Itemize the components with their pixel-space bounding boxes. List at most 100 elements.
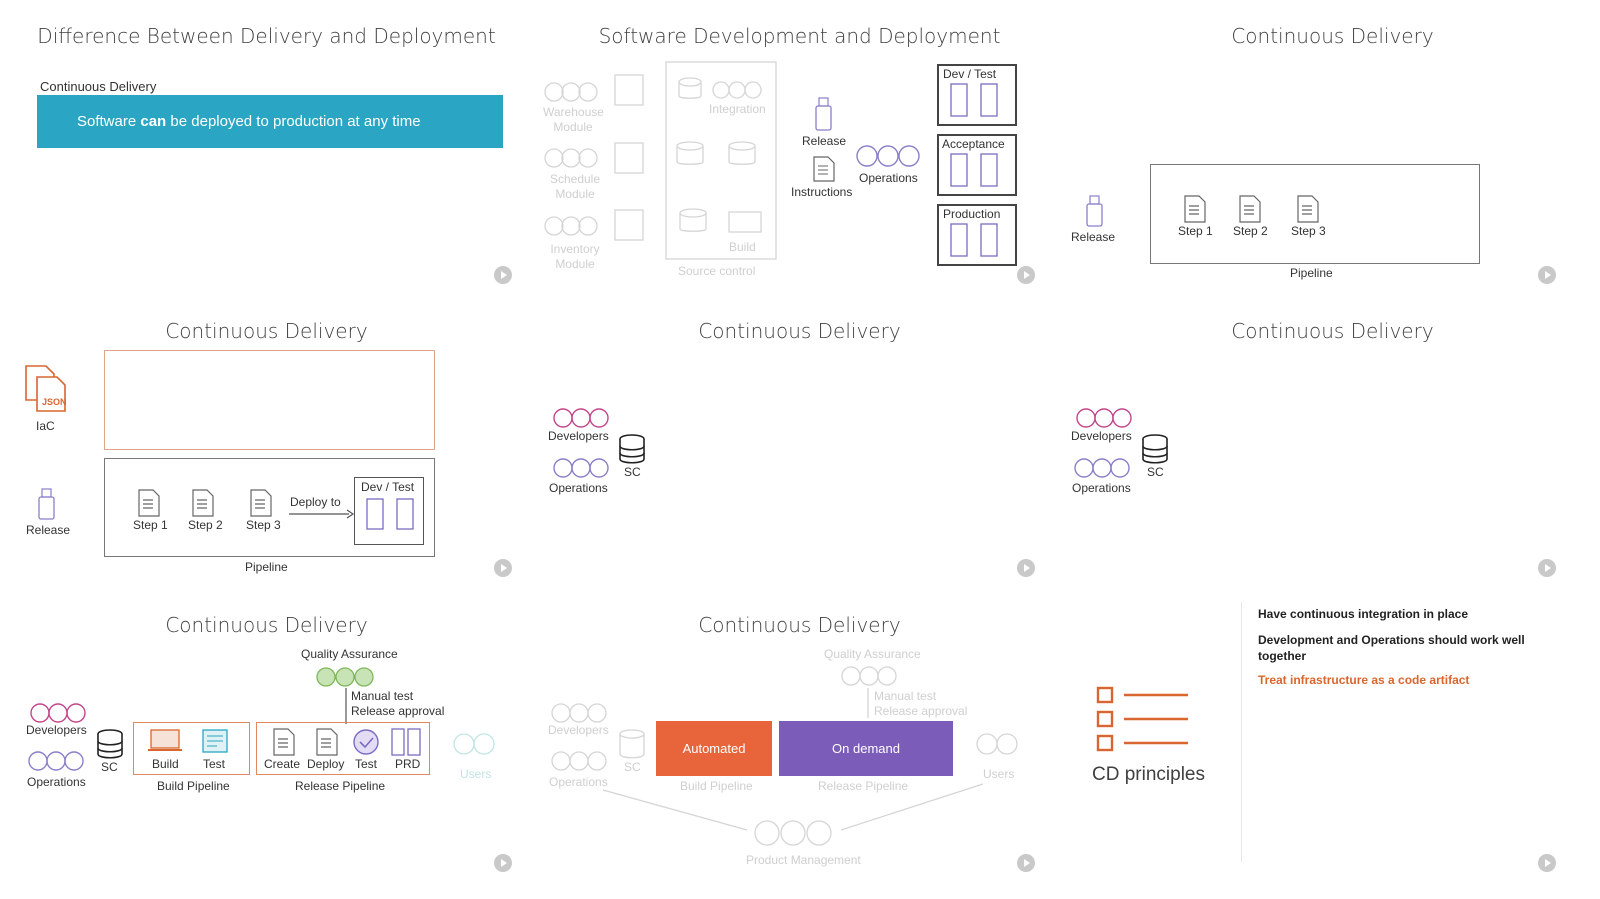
sc-label: SC xyxy=(624,760,641,774)
step-label: Step 1 xyxy=(1178,224,1213,238)
release-approval-label: Release approval xyxy=(874,704,968,718)
step-label: Step 2 xyxy=(1233,224,1268,238)
integration-label: Integration xyxy=(709,102,766,116)
module-label: Inventory Module xyxy=(550,242,600,271)
developers-label: Developers xyxy=(1071,429,1132,443)
module-label: Schedule Module xyxy=(549,172,601,201)
next-slide-icon[interactable] xyxy=(494,559,512,577)
banner-text-bold: can xyxy=(140,113,167,130)
qa-label: Quality Assurance xyxy=(301,647,398,661)
iac-empty-box xyxy=(104,350,435,450)
step-label: Step 3 xyxy=(1291,224,1326,238)
banner-text-post: be deployed to production at any time xyxy=(166,113,421,130)
operations-label: Operations xyxy=(27,775,86,789)
next-slide-icon[interactable] xyxy=(1538,559,1556,577)
automated-box: Automated xyxy=(656,721,772,776)
principle-item: Development and Operations should work w… xyxy=(1258,633,1525,663)
divider xyxy=(1241,602,1242,862)
slide-delivery-vs-deployment: Difference Between Delivery and Deployme… xyxy=(0,0,533,299)
slide-title: Software Development and Deployment xyxy=(598,24,1001,48)
pipeline-label: Pipeline xyxy=(1290,266,1333,280)
pipeline-box xyxy=(1150,164,1480,264)
build-label: Build xyxy=(729,240,756,254)
source-control-db-icon xyxy=(619,434,645,464)
pipeline-label: Pipeline xyxy=(245,560,288,574)
faint-icons xyxy=(551,666,1018,846)
next-slide-icon[interactable] xyxy=(1017,559,1035,577)
slide-software-dev-deploy: Software Development and Deployment Ware… xyxy=(533,0,1066,299)
release-step-label: Deploy xyxy=(307,757,345,771)
manual-test-label: Manual test xyxy=(874,689,937,703)
build-pipeline-box xyxy=(133,722,250,775)
users-label: Users xyxy=(460,767,492,781)
banner-text-pre: Software xyxy=(77,113,141,130)
deploy-to-label: Deploy to xyxy=(290,495,341,509)
release-usb-icon xyxy=(815,97,832,131)
slide-continuous-delivery-6: Continuous Delivery Developers Operation… xyxy=(533,598,1066,897)
operations-label: Operations xyxy=(1072,481,1131,495)
sc-label: SC xyxy=(624,465,641,479)
source-control-db-icon xyxy=(1142,434,1168,464)
sc-label: SC xyxy=(1147,465,1164,479)
next-slide-icon[interactable] xyxy=(1017,854,1035,872)
test-dashboard-icon xyxy=(202,729,228,753)
env-dev-test xyxy=(937,64,1017,126)
release-label: Release xyxy=(26,523,71,537)
deploy-arrow xyxy=(289,509,355,519)
step-doc-icons xyxy=(1184,195,1319,223)
release-label: Release xyxy=(1071,230,1116,244)
operations-label: Operations xyxy=(549,775,608,789)
qa-label: Quality Assurance xyxy=(824,647,921,661)
release-approval-label: Release approval xyxy=(351,704,445,718)
users-label: Users xyxy=(983,767,1015,781)
slide-continuous-delivery-2: Continuous Delivery JSON IaC Release Ste… xyxy=(0,299,533,598)
server-icons xyxy=(366,498,414,530)
json-label: JSON xyxy=(42,397,67,407)
next-slide-icon[interactable] xyxy=(1017,266,1035,284)
iac-label: IaC xyxy=(36,419,55,433)
next-slide-icon[interactable] xyxy=(1538,266,1556,284)
on-demand-box: On demand xyxy=(779,721,953,776)
release-step-label: Test xyxy=(355,757,378,771)
developers-label: Developers xyxy=(26,723,87,737)
operations-team-icon xyxy=(553,458,609,478)
qa-connector xyxy=(345,688,347,724)
principle-item: Treat infrastructure as a code artifact xyxy=(1258,673,1470,687)
on-demand-label: On demand xyxy=(832,741,900,756)
server-icons xyxy=(950,83,998,257)
slide-continuous-delivery-1: Continuous Delivery Release Step 1 Step … xyxy=(1066,0,1599,299)
operations-label: Operations xyxy=(549,481,608,495)
cd-principles-label: CD principles xyxy=(1092,764,1205,785)
slide-title: Continuous Delivery xyxy=(165,613,368,637)
operations-team-icon xyxy=(1074,458,1130,478)
developers-team-icon xyxy=(1076,408,1132,428)
release-step-label: PRD xyxy=(395,757,421,771)
product-management-label: Product Management xyxy=(746,853,861,867)
next-slide-icon[interactable] xyxy=(494,266,512,284)
build-step-label: Test xyxy=(203,757,226,771)
developers-label: Developers xyxy=(548,429,609,443)
principle-item: Have continuous integration in place xyxy=(1258,607,1469,621)
pipeline-box xyxy=(104,458,435,557)
developers-label: Developers xyxy=(548,723,609,737)
developers-team-icon xyxy=(553,408,609,428)
module-label: Warehouse Module xyxy=(543,105,604,134)
slide-title: Continuous Delivery xyxy=(1231,319,1434,343)
next-slide-icon[interactable] xyxy=(1538,854,1556,872)
step-label: Step 1 xyxy=(133,518,168,532)
slide-cd-principles: CD principles Have continuous integratio… xyxy=(1066,598,1599,897)
release-pipeline-box xyxy=(256,722,430,775)
release-usb-icon xyxy=(38,488,55,520)
sc-label: SC xyxy=(101,760,118,774)
build-pipeline-label: Build Pipeline xyxy=(680,779,753,793)
faint-team-icons xyxy=(544,61,777,260)
step-doc-icons xyxy=(138,489,272,517)
slide-title: Continuous Delivery xyxy=(698,613,901,637)
slide-title: Continuous Delivery xyxy=(165,319,368,343)
instructions-label: Instructions xyxy=(791,185,853,199)
build-step-label: Build xyxy=(152,757,179,771)
slide-continuous-delivery-4: Continuous Delivery Developers Operation… xyxy=(1066,299,1599,598)
step-label: Step 2 xyxy=(188,518,223,532)
release-pipeline-label: Release Pipeline xyxy=(295,779,386,793)
next-slide-icon[interactable] xyxy=(494,854,512,872)
